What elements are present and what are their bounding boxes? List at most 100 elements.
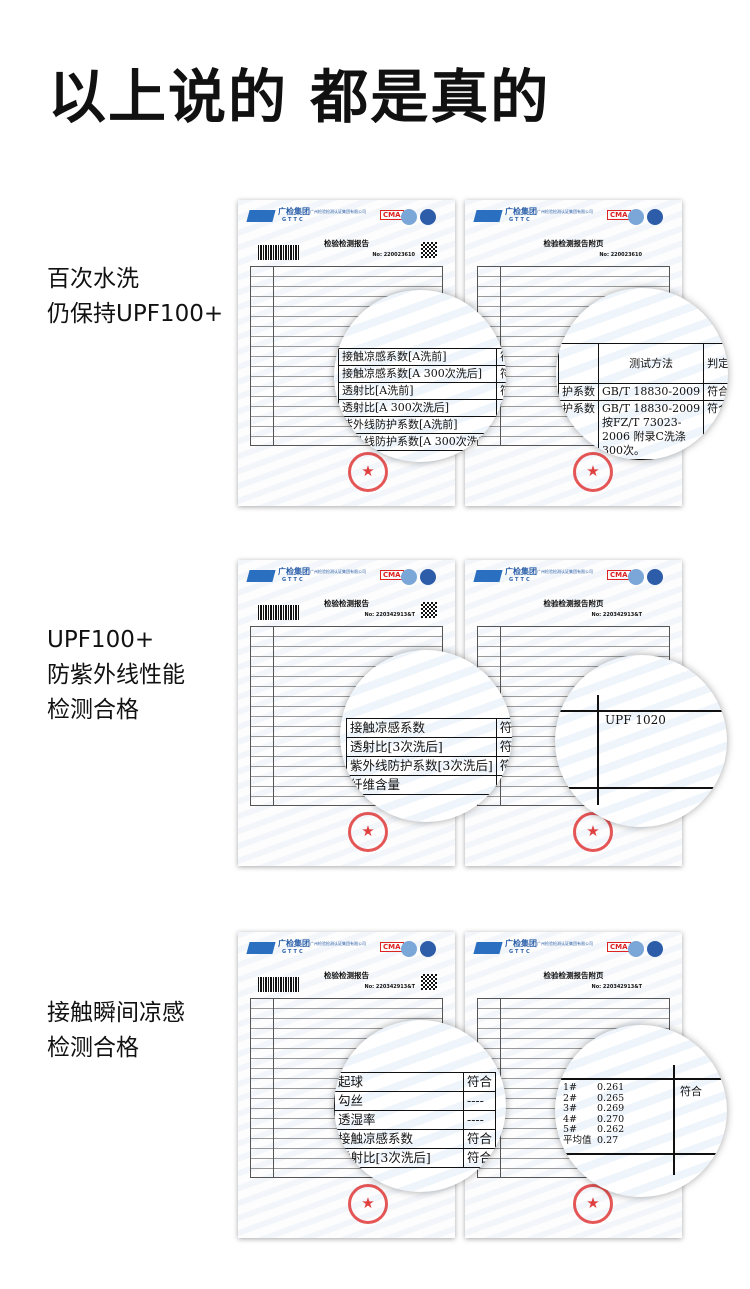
item-cell: 紫外线防护系数[3次洗后] [346, 756, 497, 776]
verdict-cell: 符合 [496, 365, 506, 383]
measurement-row: 4# 0.270 [563, 1113, 625, 1126]
section-1-label: 百次水洗仍保持UPF100+ [47, 266, 224, 327]
barcode-icon [258, 977, 300, 992]
org-name: 广州检验检测认证集团有限公司 [537, 941, 593, 946]
item-cell: 接触凉感系数[A 300次洗后] [337, 365, 498, 383]
table-row: 接触凉感系数[A洗前]符合 [337, 348, 506, 366]
measurement-row: 3# 0.269 [563, 1103, 625, 1115]
verdict: 符合 [680, 1085, 702, 1098]
item-cell: 接触凉感系数 [334, 1129, 464, 1149]
item-cell: 透射比[3次洗后] [334, 1148, 464, 1168]
report-number: No: 220342913&T [591, 612, 642, 618]
brand-name-en: GTTC [282, 217, 305, 223]
item-cell: 起球 [334, 1072, 464, 1092]
report-title: 检验检测报告附页 [543, 599, 604, 608]
gttc-logo-icon [473, 570, 503, 582]
gttc-logo-icon [246, 570, 276, 582]
table-row: 透射比[A洗前]符合 [337, 382, 506, 400]
item-cell: 紫外线防护系数[A洗前] [337, 416, 498, 434]
table-row: 紫外线防护系数[A 300次洗后]符合 [337, 433, 506, 451]
red-stamp-icon [348, 812, 388, 852]
magnifier-3-left: 起球符合勾丝----透湿率----接触凉感系数符合透射比[3次洗后]符合 [334, 1020, 506, 1192]
org-name: 广州检验检测认证集团有限公司 [310, 941, 366, 946]
table-row: 纤维含量符合 [346, 775, 512, 795]
qr-code-icon [421, 242, 437, 258]
item-cell: 透射比[3次洗后] [346, 737, 497, 757]
gttc-logo-icon [473, 210, 503, 222]
verdict-cell: 符合 [496, 416, 506, 434]
verdict-cell: 符合 [462, 1148, 497, 1168]
sample-value: 0.270 [597, 1113, 625, 1125]
report-number: No: 220023610 [372, 252, 415, 258]
divider [555, 1078, 727, 1080]
page-title: 以上说的 都是真的 [48, 63, 551, 131]
org-name: 广州检验检测认证集团有限公司 [537, 209, 593, 214]
table-row: 紫外线防护系数[3次洗后]符合 [346, 756, 512, 776]
sample-value: 0.27 [597, 1134, 619, 1146]
brand-name-en: GTTC [282, 949, 305, 955]
divider [555, 1153, 727, 1155]
item-cell: 勾丝 [334, 1091, 464, 1111]
brand-name: 广检集团 [278, 939, 310, 948]
verdict-cell: 符合 [495, 737, 512, 757]
red-stamp-icon [348, 452, 388, 492]
cnas-seal-icon [647, 569, 663, 585]
verdict-cell: 符合 [496, 399, 506, 417]
verdict-cell: ---- [462, 1110, 497, 1130]
item-cell: 接触凉感系数 [346, 718, 497, 738]
qr-code-icon [421, 974, 437, 990]
cnas-seal-icon [647, 941, 663, 957]
cnas-seal-icon [420, 209, 436, 225]
ilac-seal-icon [401, 941, 417, 957]
cma-mark: CMA [380, 942, 404, 952]
table-row: 起球符合 [334, 1072, 497, 1092]
table-row: 接触凉感系数[A 300次洗后]符合 [337, 365, 506, 383]
sample-value: 0.265 [597, 1092, 625, 1104]
ilac-seal-icon [401, 569, 417, 585]
brand-name: 广检集团 [278, 567, 310, 576]
sample-value: 0.269 [597, 1103, 625, 1114]
brand-name-en: GTTC [282, 577, 305, 583]
sample-label: 5# [563, 1124, 578, 1135]
red-stamp-icon [348, 1184, 388, 1224]
measurement-row: 2# 0.265 [563, 1092, 625, 1105]
barcode-icon [258, 605, 300, 620]
sample-label: 3# [563, 1103, 578, 1114]
verdict-cell: 符合 [495, 756, 512, 776]
org-name: 广州检验检测认证集团有限公司 [310, 209, 366, 214]
cma-mark: CMA [380, 570, 404, 580]
table-row: 透射比[3次洗后]符合 [346, 737, 512, 757]
sample-value: 0.261 [597, 1082, 625, 1093]
barcode-icon [258, 245, 300, 260]
gttc-logo-icon [246, 942, 276, 954]
table-row: 透射比[A 300次洗后]符合 [337, 399, 506, 417]
verdict-cell: ---- [462, 1091, 497, 1111]
verdict-cell: 符合 [462, 1072, 497, 1092]
divider [673, 1065, 675, 1175]
sample-label: 2# [563, 1092, 578, 1104]
sample-label: 4# [563, 1113, 578, 1125]
table-row: 透射比[3次洗后]符合 [334, 1148, 497, 1168]
cma-mark: CMA [607, 942, 631, 952]
verdict-cell: 符合 [496, 433, 506, 451]
report-number: No: 220342913&T [591, 984, 642, 990]
report-title: 检验检测报告 [324, 971, 369, 980]
cnas-seal-icon [420, 941, 436, 957]
org-name: 广州检验检测认证集团有限公司 [310, 569, 366, 574]
verdict-cell: 符合 [495, 718, 512, 738]
item-cell: 透射比[A 300次洗后] [337, 399, 498, 417]
report-title: 检验检测报告附页 [543, 239, 604, 248]
red-stamp-icon [573, 1184, 613, 1224]
brand-name: 广检集团 [505, 207, 537, 216]
ilac-seal-icon [401, 209, 417, 225]
gttc-logo-icon [473, 942, 503, 954]
report-title: 检验检测报告附页 [543, 971, 604, 980]
brand-name: 广检集团 [278, 207, 310, 216]
